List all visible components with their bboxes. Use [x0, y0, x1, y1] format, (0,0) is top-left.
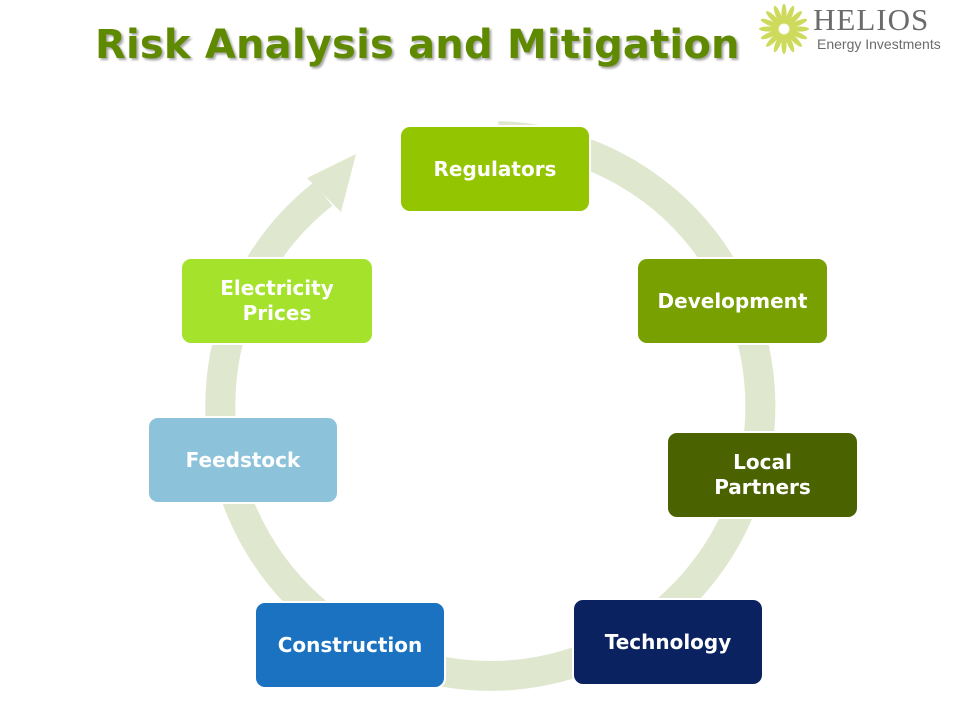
cycle-node-feedstock: Feedstock [149, 418, 337, 502]
cycle-arrowhead [307, 154, 356, 212]
cycle-node-label: Regulators [433, 156, 557, 181]
cycle-node-label: Construction [277, 632, 423, 657]
cycle-node-development: Development [638, 259, 827, 343]
sunburst-icon [759, 4, 809, 54]
logo-name: HELIOS [813, 2, 930, 37]
slide-title: Risk Analysis and Mitigation [95, 22, 740, 68]
cycle-node-label: Local Partners [714, 450, 811, 499]
cycle-node-label: Electricity Prices [220, 276, 334, 325]
company-logo: HELIOS Energy Investments [757, 2, 957, 58]
cycle-node-regulators: Regulators [401, 127, 589, 211]
cycle-node-technology: Technology [574, 600, 762, 684]
cycle-ring [205, 121, 776, 691]
cycle-node-local-partners: Local Partners [668, 433, 857, 517]
cycle-node-label: Development [657, 288, 808, 313]
cycle-node-construction: Construction [256, 603, 444, 687]
cycle-node-label: Feedstock [185, 447, 301, 472]
logo-tagline: Energy Investments [817, 36, 941, 52]
cycle-node-electricity-prices: Electricity Prices [182, 259, 372, 343]
cycle-node-label: Technology [604, 629, 732, 654]
